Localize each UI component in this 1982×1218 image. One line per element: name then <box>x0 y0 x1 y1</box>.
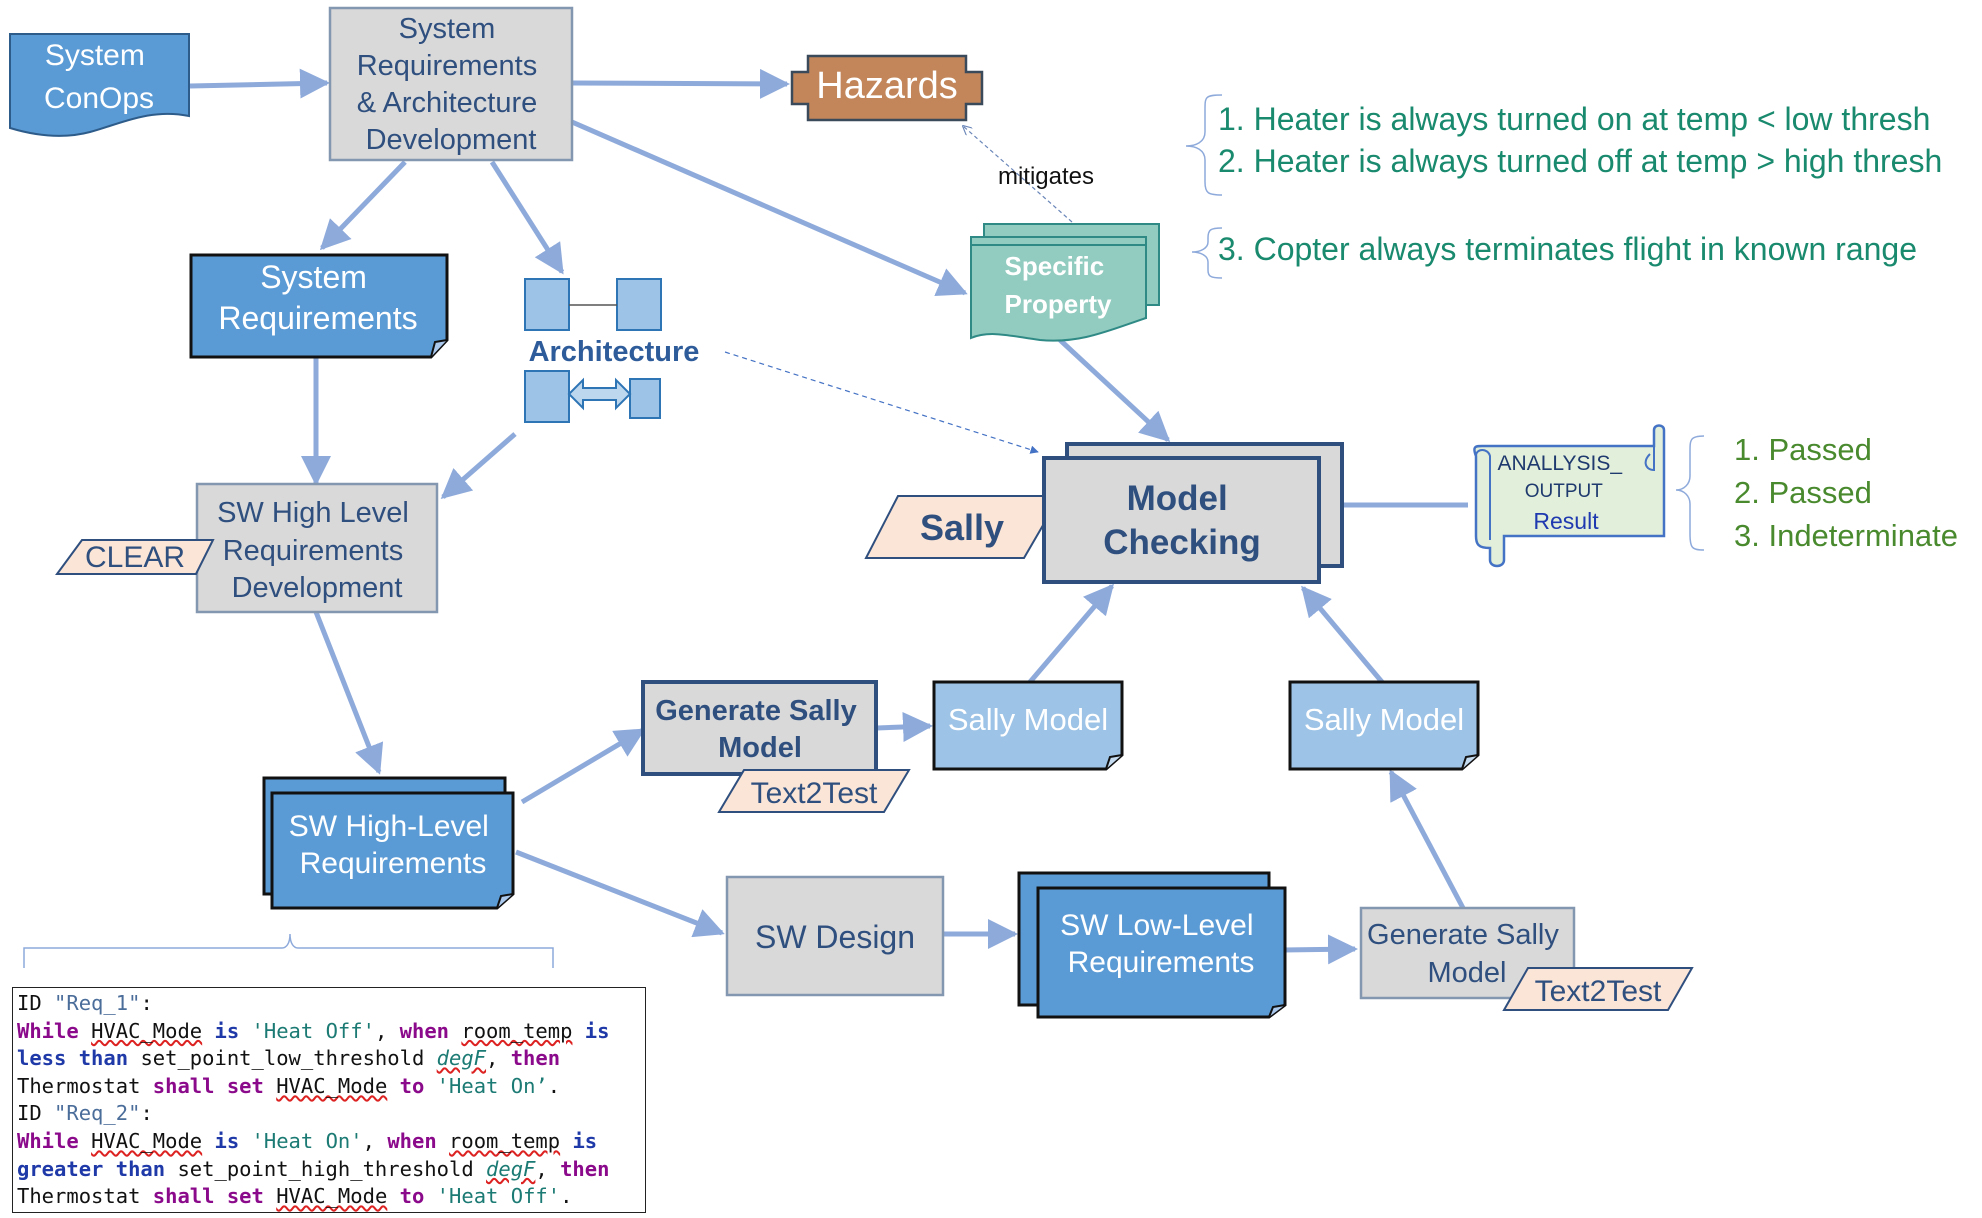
arrow-sysreq-to-architecture <box>489 160 565 275</box>
architecture-node: Architecture <box>524 278 700 423</box>
properties-brace-top <box>1185 94 1223 196</box>
sally-model-2-label: Sally Model <box>1304 702 1464 737</box>
property-2: 2. Heater is always turned off at temp >… <box>1218 143 1942 179</box>
system-conops-label: System ConOps <box>44 39 154 115</box>
swhl-requirements-label: SW High-Level Requirements <box>289 810 497 880</box>
arrow-swhl-req-to-sw-design <box>515 849 725 938</box>
arrow-specific-property-to-model-checking <box>1058 338 1171 443</box>
code-line-2: While HVAC_Mode is 'Heat Off', when room… <box>17 1018 610 1043</box>
arrow-generate-sally-to-sally-model <box>876 712 933 743</box>
swll-requirements-label: SW Low-Level Requirements <box>1060 909 1262 979</box>
arrow-generate-sally2-to-sally-model2 <box>1388 769 1466 910</box>
result-2: 2. Passed <box>1734 475 1872 510</box>
arrow-sysreq-to-system-requirements <box>319 160 407 251</box>
mitigates-label: mitigates <box>998 163 1094 190</box>
arrow-sysreq-to-hazards <box>571 68 790 99</box>
model-checking-node: Model Checking <box>1042 442 1344 584</box>
arrow-swhl-req-to-generate-sally <box>520 727 646 805</box>
text2test-1-tag: Text2Test <box>717 769 911 813</box>
swll-requirements-node: SW Low-Level Requirements <box>1017 871 1287 1019</box>
architecture-label: Architecture <box>529 336 700 368</box>
arrow-sally-model2-to-model-checking <box>1301 585 1384 684</box>
code-line-8: Thermostat shall set HVAC_Mode to 'Heat … <box>17 1184 573 1209</box>
text2test-2-label: Text2Test <box>1535 975 1662 1008</box>
generate-sally-model-1-node: Generate Sally Model <box>641 680 878 776</box>
swhl-dev-node: SW High Level Requirements Development <box>195 482 439 614</box>
code-bracket <box>23 933 554 968</box>
arrow-sally-model-to-model-checking <box>1028 583 1114 684</box>
arrow-architecture-to-model-checking <box>724 351 1039 454</box>
sysreq-arch-dev-label: System Requirements & Architecture Devel… <box>357 13 546 156</box>
arrows <box>189 68 1468 965</box>
results-brace <box>1675 435 1705 551</box>
code-line-6: While HVAC_Mode is 'Heat On', when room_… <box>17 1128 598 1153</box>
system-requirements-label: System Requirements <box>218 259 417 336</box>
property-3: 3. Copter always terminates flight in kn… <box>1218 231 1917 267</box>
generate-sally-model-2-label: Generate Sally Model <box>1367 919 1567 989</box>
arrow-sysreq-to-specific-property <box>571 119 968 296</box>
sally-tag: Sally <box>864 495 1062 559</box>
arrow-swll-req-to-generate-sally2 <box>1282 934 1358 965</box>
sally-model-1-node: Sally Model <box>932 680 1124 771</box>
arrow-mitigates <box>963 126 1073 223</box>
arrow-architecture-to-swhl-dev <box>440 432 517 499</box>
model-checking-label: Model Checking <box>1103 479 1261 562</box>
system-requirements-node: System Requirements <box>189 253 449 359</box>
sw-design-label: SW Design <box>755 919 915 955</box>
text2test-1-label: Text2Test <box>751 777 878 810</box>
code-line-1: ID "Req_1": <box>17 991 153 1015</box>
requirements-code-box: ID "Req_1": While HVAC_Mode is 'Heat Off… <box>12 987 646 1213</box>
property-1: 1. Heater is always turned on at temp < … <box>1218 101 1930 137</box>
code-line-4: Thermostat shall set HVAC_Mode to 'Heat … <box>17 1073 561 1098</box>
sw-design-node: SW Design <box>725 875 945 997</box>
results-list: 1. Passed 2. Passed 3. Indeterminate <box>1734 432 1958 553</box>
sally-model-2-node: Sally Model <box>1288 680 1480 771</box>
swhl-requirements-node: SW High-Level Requirements <box>262 776 515 910</box>
properties-list: 1. Heater is always turned on at temp < … <box>1218 101 1942 267</box>
code-line-7: greater than set_point_high_threshold de… <box>17 1156 610 1181</box>
specific-property-node: Specific Property <box>970 223 1160 342</box>
text2test-2-tag: Text2Test <box>1502 967 1694 1011</box>
hazards-node: Hazards <box>790 54 984 122</box>
system-conops-node: System ConOps <box>9 33 190 137</box>
sysreq-arch-dev-node: System Requirements & Architecture Devel… <box>328 6 574 162</box>
result-1: 1. Passed <box>1734 432 1872 467</box>
swhl-dev-label: SW High Level Requirements Development <box>217 497 417 604</box>
analysis-output-node: ANALLYSIS_ OUTPUT Result <box>1473 424 1666 568</box>
specific-property-label: Specific Property <box>1005 251 1112 319</box>
generate-sally-model-1-label: Generate Sally Model <box>655 695 865 764</box>
analysis-output-label: ANALLYSIS_ OUTPUT Result <box>1498 452 1627 534</box>
code-line-3: less than set_point_low_threshold degF, … <box>17 1046 561 1071</box>
sally-model-1-label: Sally Model <box>948 702 1108 737</box>
arrow-conops-to-sysreq <box>189 68 330 99</box>
clear-tag: CLEAR <box>55 539 215 575</box>
sally-label: Sally <box>920 507 1004 548</box>
arrow-swhl-dev-to-swhl-req <box>313 611 384 775</box>
result-3: 3. Indeterminate <box>1734 518 1958 553</box>
properties-brace-bottom <box>1191 227 1223 279</box>
code-line-5: ID "Req_2": <box>17 1101 153 1126</box>
clear-label: CLEAR <box>85 541 185 574</box>
hazards-label: Hazards <box>816 65 958 107</box>
